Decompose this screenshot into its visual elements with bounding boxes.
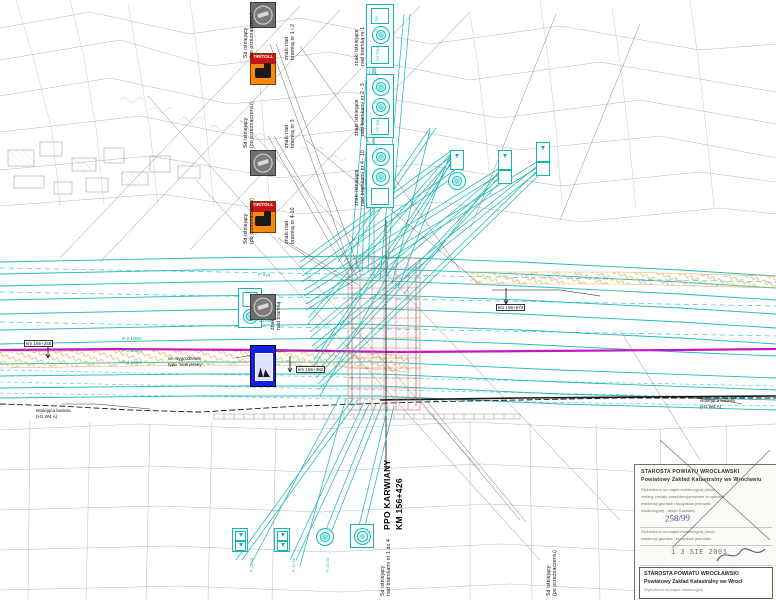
km-label-156-259: km 156+259 bbox=[24, 340, 54, 347]
marking-label-p3-c: P-3 ja bbox=[258, 272, 271, 277]
gantry-square-c bbox=[536, 162, 550, 176]
sign-cell-disc bbox=[372, 98, 390, 116]
callout-1-band-label: TIR/TOLL bbox=[251, 54, 275, 65]
callout-2-grey-plate bbox=[250, 150, 276, 176]
page-title-ppo: PPO KARWIANY bbox=[382, 459, 392, 530]
lower-marker-2-code: P-12 50 bbox=[291, 557, 296, 572]
callout-1-orange-plate: TIR/TOLL bbox=[250, 53, 276, 85]
marking-label-p3-b: P-3 100m bbox=[122, 360, 142, 365]
works-pictogram-icon bbox=[255, 353, 273, 381]
callout-2-orange-plate: TIR/TOLL bbox=[250, 201, 276, 233]
sign-cell-tir: TIR bbox=[371, 8, 389, 24]
callout-1-grey-plate bbox=[250, 2, 276, 28]
km-label-156-382: km 156+382 bbox=[296, 366, 326, 373]
stamp-date: 1 3 SIE 2001 bbox=[671, 549, 728, 557]
sign-group-1-box: TIR ПЛ TOLL bbox=[366, 4, 394, 68]
lower-marker-2 bbox=[274, 528, 290, 552]
page-title-km: KM 156+426 bbox=[394, 478, 404, 530]
truck-icon bbox=[254, 62, 272, 78]
sign-cell-toll-label: ПЛ TOLL bbox=[376, 46, 380, 61]
stamp-body-3: ewidencji gruntów i budynków jednostki bbox=[641, 501, 711, 506]
sign-group-3-box bbox=[366, 144, 394, 208]
sign-cell-toll: ПЛ TOLL bbox=[371, 117, 389, 135]
stamp-footer-box: STAROSTA POWIATU WROCŁAWSKI Powiatowy Za… bbox=[639, 567, 773, 599]
marker-arrow bbox=[277, 531, 288, 541]
sign-group-2-box: ПЛ TOLL bbox=[366, 74, 394, 138]
stamp-head-1: STAROSTA POWIATU WROCŁAWSKI bbox=[641, 469, 740, 475]
callout-2-top-label: Sd istniejący(po przeznaczeniu) bbox=[243, 102, 256, 148]
no-entry-icon bbox=[253, 5, 273, 25]
sign-cell-tir-label: TIR bbox=[375, 15, 379, 22]
stamp-body-4: ewidencyjnej - obręb Karwiany bbox=[641, 508, 696, 513]
stamp-signature bbox=[716, 548, 766, 562]
stamp-footer-head-2: Powiatowy Zakład Katastralny we Wrocł bbox=[644, 579, 743, 585]
lower-marker-4-box bbox=[350, 524, 374, 548]
marker-arrow bbox=[277, 541, 288, 551]
lower-marker-1-code: P-12 50 bbox=[249, 557, 254, 572]
sign-cell-disc bbox=[372, 78, 390, 96]
right-barrier-annotation: istniejąca bariera(H1 W4 A) bbox=[700, 398, 735, 409]
callout-4-label: Sd istniejący(po przeznaczeniu) bbox=[546, 550, 559, 596]
sign-cell-disc bbox=[354, 528, 371, 545]
stamp-footer-head-1: STAROSTA POWIATU WROCŁAWSKI bbox=[644, 571, 739, 577]
lower-marker-3-disc bbox=[316, 528, 334, 546]
lower-marker-1 bbox=[232, 528, 248, 552]
marking-label-p3-a: P-3 100m bbox=[122, 348, 142, 353]
marker-arrow bbox=[235, 531, 246, 541]
sign-cell-blank bbox=[371, 188, 389, 205]
sign-cell-disc bbox=[372, 168, 390, 186]
callout-3-top-label: Sd istniejący(po przeznaczeniu) bbox=[243, 198, 256, 244]
sign-cell-disc bbox=[372, 148, 390, 166]
sign-cell-toll: ПЛ TOLL bbox=[371, 46, 389, 64]
marking-label-p2-a: P-2 100m bbox=[122, 336, 142, 341]
sign-cell-disc bbox=[372, 26, 390, 44]
stamp-body-6: ewidencji gruntów i budynków jednostki bbox=[641, 536, 711, 541]
gantry-arrow-c bbox=[536, 142, 550, 162]
left-barrier-annotation: istniejąca bariera(H1 W4 A) bbox=[36, 408, 71, 419]
gantry-disc-a bbox=[448, 172, 466, 190]
gantry-square-b bbox=[498, 170, 512, 184]
callout-2-band-label: TIR/TOLL bbox=[251, 202, 275, 213]
no-entry-icon bbox=[253, 297, 273, 317]
stamp-body-2: zmiany zostały zaewidencjonowane w opera… bbox=[641, 494, 725, 499]
callout-3-grey-plate bbox=[250, 294, 276, 320]
gantry-arrow-b bbox=[498, 150, 512, 170]
marker-arrow bbox=[235, 541, 246, 551]
sign-cell-toll-label: ПЛ TOLL bbox=[376, 117, 380, 132]
stamp-head-2: Powiatowy Zakład Katastralny we Wrocławi… bbox=[641, 477, 762, 483]
stamp-body-1: Wykreślono na mapie ewidencyjnej (dnia) bbox=[641, 487, 715, 492]
route-centreline bbox=[0, 347, 776, 354]
km-label-156-672: km 156+672 bbox=[496, 304, 526, 311]
truck-icon bbox=[254, 210, 272, 226]
callout-1-top-label: Sd istniejący(po przeznaczeniu) bbox=[243, 12, 256, 58]
cadastral-office-stamp: STAROSTA POWIATU WROCŁAWSKI Powiatowy Za… bbox=[634, 464, 776, 600]
gantry-arrow-a bbox=[450, 150, 464, 170]
callout-3-blue-plate bbox=[250, 345, 276, 387]
stamp-body-5: Wykreślono na mapie ewidencyjnej (dnia) bbox=[641, 529, 715, 534]
no-entry-icon bbox=[253, 153, 273, 173]
lower-marker-3-code: P-12 50 bbox=[325, 557, 330, 572]
stamp-footer-head-3: Wykreślono na mapie ewidencyjnej bbox=[644, 588, 704, 592]
marking-label-p2-b: P-2 100m bbox=[254, 318, 274, 323]
stamp-number: 258/99 bbox=[664, 512, 691, 524]
